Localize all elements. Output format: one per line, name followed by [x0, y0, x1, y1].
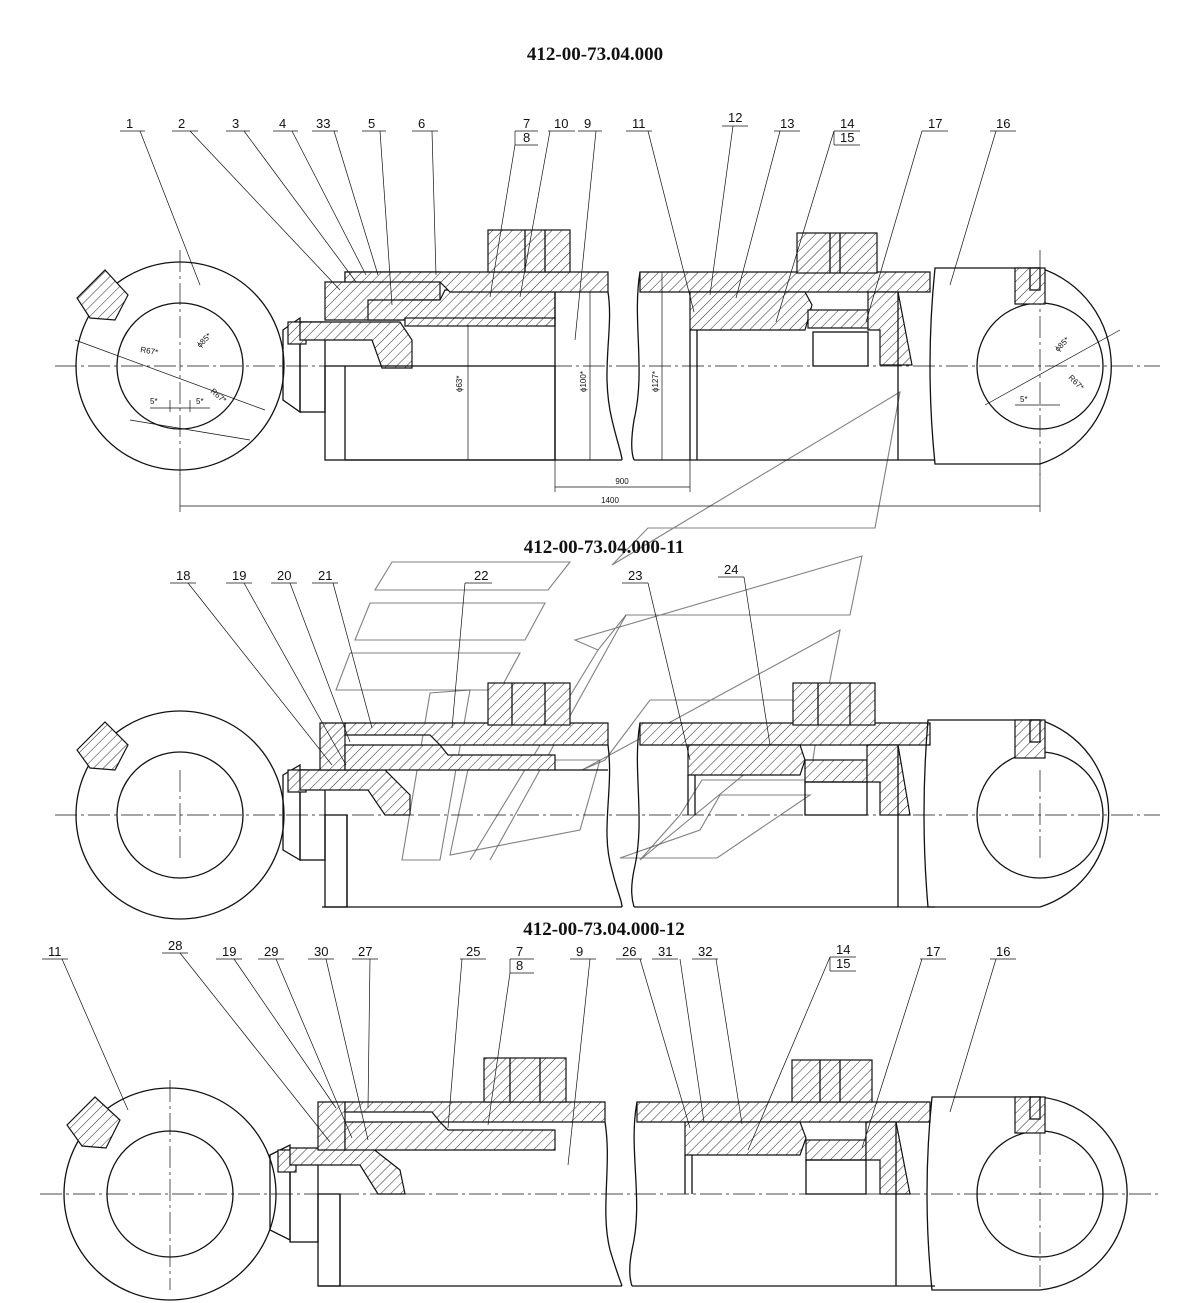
view-1-callouts: 1 2 3 4 33 5 6 7 8 10 9 11 12 1 — [120, 110, 1016, 341]
view-1-callout-label: 15 — [840, 130, 854, 145]
view-2-callouts: 18 19 20 21 22 23 24 — [170, 562, 771, 766]
view-2-callout-label: 20 — [277, 568, 291, 583]
view-2-callout-label: 21 — [318, 568, 332, 583]
view-2-callout-label: 23 — [628, 568, 642, 583]
view-3-callout-label: 14 — [836, 942, 850, 957]
view-1-dimension-label: 1400 — [601, 496, 619, 505]
view-3-callout-label: 8 — [516, 958, 523, 973]
view-2-title: 412-00-73.04.000-11 — [524, 537, 684, 558]
view-1-callout-label: 3 — [232, 116, 239, 131]
view-3-callout-label: 9 — [576, 944, 583, 959]
view-1-dimension-label: ϕ63* — [455, 376, 464, 393]
view-1-callout-label: 2 — [178, 116, 185, 131]
view-3-callouts: 11 28 19 29 30 27 25 7 8 9 26 31 32 — [42, 938, 1016, 1166]
view-1-callout-label: 1 — [126, 116, 133, 131]
view-1-callout-label: 16 — [996, 116, 1010, 131]
view-3-callout-label: 11 — [48, 944, 62, 959]
view-3-title: 412-00-73.04.000-12 — [523, 919, 684, 940]
view-1-title: 412-00-73.04.000 — [527, 44, 663, 65]
view-1-dimension-label: 5* — [196, 397, 204, 406]
view-1-callout-label: 11 — [632, 116, 646, 131]
view-1-callout-label: 8 — [523, 130, 530, 145]
view-1-callout-label: 17 — [928, 116, 942, 131]
view-1-dimension-label: ϕ85* — [1053, 335, 1071, 353]
view-3-callout-label: 28 — [168, 938, 182, 953]
view-1-callout-label: 5 — [368, 116, 375, 131]
view-3-callout-label: 27 — [358, 944, 372, 959]
view-1-callout-label: 14 — [840, 116, 854, 131]
view-3-callout-label: 15 — [836, 956, 850, 971]
view-1-callout-label: 4 — [279, 116, 286, 131]
view-3-callout-label: 26 — [622, 944, 636, 959]
view-1: 412-00-73.04.000 — [55, 44, 1160, 512]
view-1-callout-label: 9 — [584, 116, 591, 131]
view-1-callout-label: 6 — [418, 116, 425, 131]
view-3-callout-label: 25 — [466, 944, 480, 959]
view-3-callout-label: 19 — [222, 944, 236, 959]
view-1-callout-label: 12 — [728, 110, 742, 125]
view-1-callout-label: 10 — [554, 116, 568, 131]
view-3-callout-label: 29 — [264, 944, 278, 959]
view-2-callout-label: 22 — [474, 568, 488, 583]
view-3-callout-label: 32 — [698, 944, 712, 959]
view-3-callout-label: 30 — [314, 944, 328, 959]
view-3: 412-00-73.04.000-12 — [40, 919, 1160, 1301]
view-3-callout-label: 7 — [516, 944, 523, 959]
view-1-dimension-label: 5* — [150, 397, 158, 406]
view-1-dimension-label: ϕ100* — [579, 371, 588, 392]
view-2-callout-label: 19 — [232, 568, 246, 583]
view-1-callout-label: 33 — [316, 116, 330, 131]
view-2-callout-label: 24 — [724, 562, 738, 577]
view-1-callout-label: 7 — [523, 116, 530, 131]
view-3-callout-label: 16 — [996, 944, 1010, 959]
view-1-dimension-label: R67* — [1067, 373, 1086, 392]
view-1-dimension-label: ϕ85* — [195, 331, 213, 349]
view-1-callout-label: 13 — [780, 116, 794, 131]
view-2: 412-00-73.04.000-11 — [55, 537, 1160, 920]
view-1-dimension-label: R67* — [140, 345, 159, 357]
view-3-callout-label: 17 — [926, 944, 940, 959]
view-1-dimension-label: R67* — [209, 387, 228, 405]
view-1-dimension-label: ϕ127* — [651, 371, 660, 392]
view-1-dimension-label: 900 — [615, 477, 629, 486]
view-3-callout-label: 31 — [658, 944, 672, 959]
view-2-callout-label: 18 — [176, 568, 190, 583]
view-1-dimension-label: 5* — [1020, 395, 1028, 404]
watermark-logo — [335, 390, 901, 861]
